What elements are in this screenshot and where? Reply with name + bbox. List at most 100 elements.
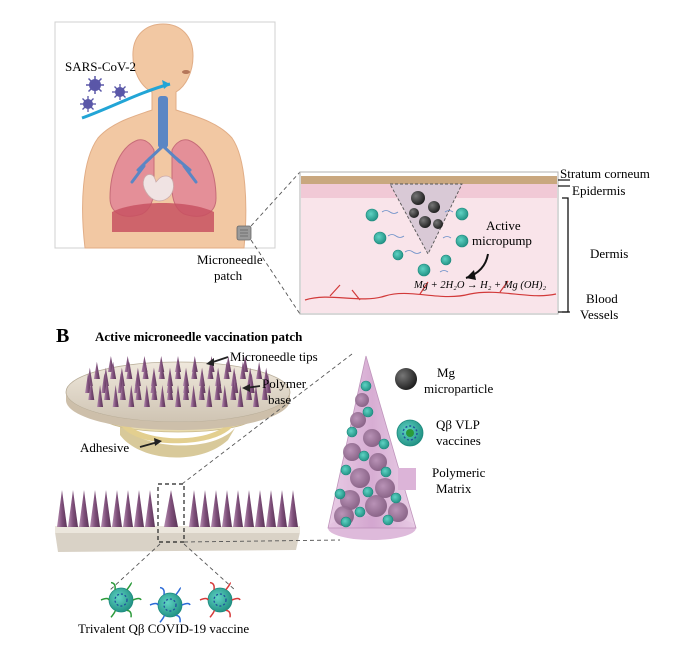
side-view-patch — [55, 490, 300, 552]
micropump-line2: micropump — [472, 233, 532, 248]
virus-label: SARS-CoV-2 — [65, 59, 136, 74]
side-microneedle — [145, 490, 155, 527]
matrix-legend-icon — [398, 468, 416, 490]
qb-vlp — [358, 450, 370, 462]
qb-vlp — [390, 492, 402, 504]
microneedle-tip — [110, 361, 117, 379]
microneedle-tip — [143, 385, 150, 407]
microneedle-tip — [97, 385, 104, 407]
microneedle-tip — [264, 373, 271, 393]
microneedle-tip — [206, 385, 213, 407]
side-microneedle — [68, 490, 78, 527]
mg-legend-icon — [395, 368, 417, 390]
label-polymer-line2: base — [268, 392, 291, 407]
trivalent-vlp — [199, 581, 241, 618]
side-microneedle — [266, 490, 276, 527]
label-stratum-corneum: Stratum corneum — [560, 166, 650, 181]
microneedle-tip — [175, 361, 181, 379]
qb-vlp — [346, 426, 358, 438]
label-dermis: Dermis — [590, 246, 628, 261]
mg-microparticle — [365, 495, 387, 517]
legend-mg-line1: Mg — [437, 365, 456, 380]
panel-b-title: Active microneedle vaccination patch — [95, 329, 303, 344]
microneedle-tip — [135, 379, 142, 400]
qb-vlp — [382, 514, 394, 526]
legend-matrix-line2: Matrix — [436, 481, 472, 496]
microneedle-tip — [252, 385, 259, 407]
inhalation-arrow — [81, 82, 171, 120]
side-microneedle — [57, 490, 67, 527]
patch-disc — [65, 356, 291, 458]
microneedle-tip — [237, 385, 244, 407]
patch-label-line1: Microneedle — [197, 252, 263, 267]
side-microneedle — [123, 490, 133, 527]
qb-vlp — [340, 464, 352, 476]
heart — [143, 174, 174, 202]
stratum-corneum-layer — [301, 176, 557, 184]
side-microneedle — [233, 490, 243, 527]
trivalent-vlp — [149, 586, 191, 623]
magnified-microneedle — [327, 355, 417, 540]
qb-vlp — [334, 488, 346, 500]
reaction-equation: Mg + 2H₂O → H₂ + Mg (OH)₂ — [413, 280, 546, 291]
microneedle-tip — [88, 379, 95, 400]
microneedle-tip — [214, 379, 221, 400]
panel-a: A — [54, 21, 650, 322]
microneedle-tip — [158, 361, 165, 379]
legend-vlp-line2: vaccines — [436, 433, 481, 448]
qb-vlp — [340, 516, 352, 528]
mg-microparticle — [369, 453, 387, 471]
released-vlps — [365, 207, 469, 277]
side-microneedle — [112, 490, 122, 527]
qb-vlp — [354, 506, 366, 518]
legend: Mg microparticle Qβ VLP vaccines Polymer… — [395, 365, 494, 496]
side-microneedle — [277, 490, 287, 527]
microneedle-tip — [167, 379, 174, 400]
microneedle-tip — [191, 361, 198, 379]
qb-vlp — [360, 380, 372, 392]
human-body — [82, 23, 247, 249]
side-microneedle — [101, 490, 111, 527]
selected-microneedle — [164, 490, 178, 527]
side-microneedle — [288, 490, 298, 527]
panel-b: B Active microneedle vaccination patch M… — [55, 325, 494, 636]
trivalent-vlp-icons — [100, 581, 241, 623]
microneedle-tip — [256, 361, 263, 379]
side-microneedle — [189, 490, 199, 527]
micropump-line1: Active — [486, 218, 521, 233]
microneedle-tip — [221, 385, 228, 407]
side-microneedle — [90, 490, 100, 527]
adhesive-layer — [118, 412, 236, 444]
side-microneedle — [222, 490, 232, 527]
microneedle-tip — [104, 379, 111, 400]
skin-cross-section: Active micropump Mg + 2H₂O → H₂ + Mg (OH… — [299, 171, 559, 315]
legend-matrix-line1: Polymeric — [432, 465, 486, 480]
label-blood-line2: Vessels — [580, 307, 618, 322]
side-microneedle — [211, 490, 221, 527]
legend-mg-line2: microparticle — [424, 381, 494, 396]
mg-microparticle — [350, 468, 370, 488]
microneedle-tip — [239, 361, 246, 379]
microneedle-tip — [230, 379, 237, 400]
microneedle-tip — [85, 373, 92, 393]
microneedle-tip — [190, 385, 197, 407]
side-microneedle — [200, 490, 210, 527]
trivalent-label: Trivalent Qβ COVID-19 vaccine — [78, 621, 249, 636]
label-blood-line1: Blood — [586, 291, 618, 306]
side-microneedle — [255, 490, 265, 527]
microneedle-tip — [207, 361, 214, 379]
microneedle-tip — [142, 361, 149, 379]
microneedle-tip — [112, 385, 119, 407]
mg-microparticle — [388, 502, 408, 522]
trachea — [158, 96, 168, 148]
mg-microparticle — [343, 443, 361, 461]
microneedle-tip — [126, 361, 133, 379]
microneedle-tip — [128, 385, 135, 407]
mg-microparticle — [355, 393, 369, 407]
side-microneedle — [244, 490, 254, 527]
disc-needles — [85, 356, 271, 407]
layer-labels: Stratum corneum Epidermis Dermis Blood V… — [558, 166, 650, 322]
blood-vessels — [304, 280, 557, 301]
legend-vlp-line1: Qβ VLP — [436, 417, 480, 432]
